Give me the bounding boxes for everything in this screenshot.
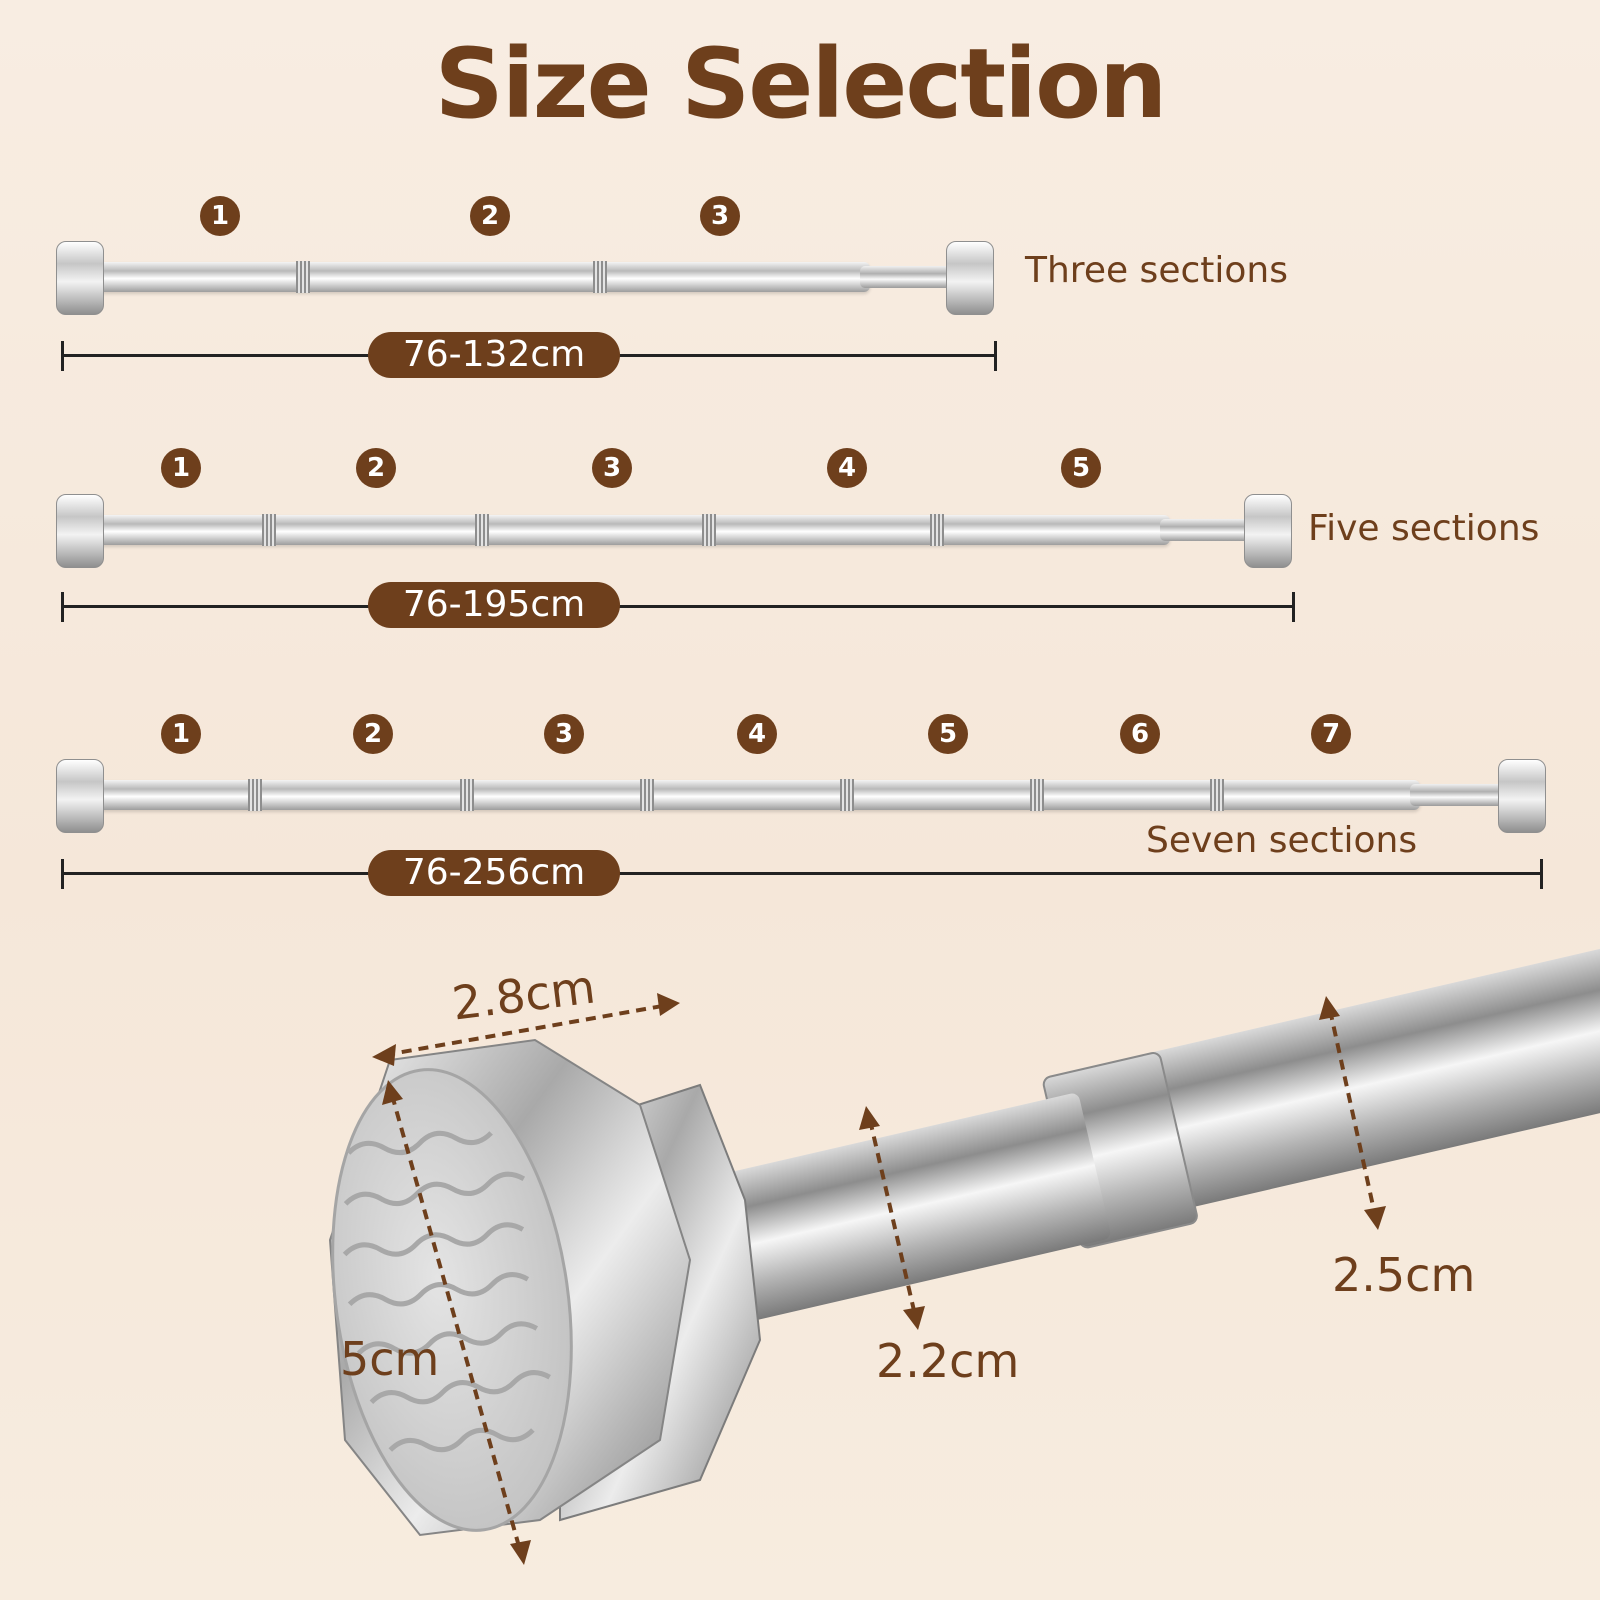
arrow-outer-tube [1328, 1009, 1377, 1216]
rubber-pad [331, 1068, 573, 1532]
length-tick-right [1292, 592, 1295, 622]
arrowhead [382, 1080, 403, 1105]
arrowhead [859, 1106, 880, 1130]
arrowhead [1364, 1206, 1386, 1230]
arrowhead [1319, 996, 1340, 1020]
rod-tip [1410, 784, 1510, 806]
section-marker: 5 [1061, 448, 1101, 488]
rod-tip [860, 266, 960, 288]
arrow-cap-diameter [390, 1094, 522, 1551]
arrow-heads [372, 993, 1386, 1565]
arrowhead [657, 993, 680, 1016]
section-label: Seven sections [1146, 820, 1418, 861]
rod-joint [296, 261, 310, 293]
rod-joint [640, 779, 654, 811]
rod-closeup-illustration [328, 931, 1600, 1565]
rod-body [80, 262, 870, 292]
dimension-cap-diameter: 5cm [340, 1332, 440, 1386]
rod-tip [1160, 519, 1260, 541]
pad-wave-texture [342, 1130, 551, 1453]
rod-joint [1030, 779, 1044, 811]
length-tick-right [994, 341, 997, 371]
section-marker: 1 [161, 714, 201, 754]
length-tick-left [61, 592, 64, 622]
length-badge: 76-132cm [368, 332, 620, 378]
option-three-sections: 1 2 3 Three sections 76-132cm [0, 190, 1600, 390]
section-marker: 5 [928, 714, 968, 754]
section-marker: 6 [1120, 714, 1160, 754]
arrowhead [372, 1044, 396, 1066]
length-badge: 76-195cm [368, 582, 620, 628]
arrow-cap-depth [384, 1003, 669, 1057]
section-label: Three sections [1025, 250, 1288, 291]
rod-joint [930, 514, 944, 546]
section-marker: 3 [700, 196, 740, 236]
rod-joint [475, 514, 489, 546]
rod-joint [840, 779, 854, 811]
section-marker: 2 [353, 714, 393, 754]
rod-joint [702, 514, 716, 546]
end-cap-right [1498, 759, 1546, 833]
section-marker: 4 [827, 448, 867, 488]
option-seven-sections: 1 2 3 4 5 6 7 Seven sections 76-256cm [0, 700, 1600, 900]
section-marker: 1 [200, 196, 240, 236]
dimension-arrows [384, 1003, 1377, 1551]
length-tick-left [61, 859, 64, 889]
end-cap-left [56, 759, 104, 833]
outer-tube [1081, 931, 1600, 1223]
rod-body [80, 515, 1170, 545]
section-marker: 4 [737, 714, 777, 754]
rod-joint [460, 779, 474, 811]
section-marker: 1 [161, 448, 201, 488]
section-marker: 7 [1311, 714, 1351, 754]
arrowhead [510, 1540, 531, 1565]
length-tick-right [1540, 859, 1543, 889]
length-badge: 76-256cm [368, 850, 620, 896]
length-tick-left [61, 341, 64, 371]
option-five-sections: 1 2 3 4 5 Five sections 76-195cm [0, 440, 1600, 640]
end-cap-left [56, 241, 104, 315]
page-title: Size Selection [434, 28, 1168, 140]
length-line [62, 605, 1294, 608]
end-cap-right [1244, 494, 1292, 568]
rod-joint [593, 261, 607, 293]
arrowhead [903, 1306, 925, 1330]
length-line [62, 872, 1542, 875]
section-marker: 2 [356, 448, 396, 488]
section-label: Five sections [1308, 508, 1540, 549]
rod-joint [248, 779, 262, 811]
rod-joint [1210, 779, 1224, 811]
end-cap-left [56, 494, 104, 568]
section-marker: 3 [592, 448, 632, 488]
dimension-outer-tube: 2.5cm [1332, 1248, 1476, 1302]
section-marker: 3 [544, 714, 584, 754]
section-marker: 2 [470, 196, 510, 236]
dimension-inner-tube: 2.2cm [876, 1334, 1020, 1388]
end-cap-right [946, 241, 994, 315]
rod-body [80, 780, 1420, 810]
rod-joint [262, 514, 276, 546]
